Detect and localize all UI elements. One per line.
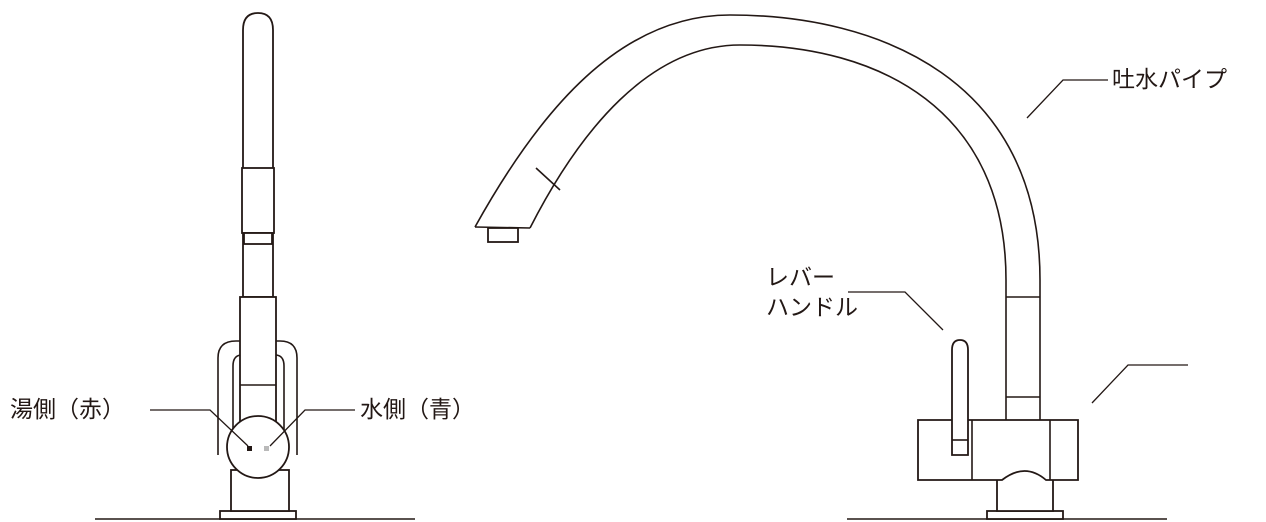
lever-handle-label-line1: レバー: [766, 265, 835, 291]
front-neck: [239, 296, 277, 426]
front-cartridge-body: [226, 415, 290, 479]
side-view: [474, 14, 1188, 520]
spout-pipe-label: 吐水パイプ: [1112, 67, 1227, 93]
cold-marker: [264, 446, 269, 451]
hot-side-label: 湯側（赤）: [10, 397, 125, 423]
side-spout-band-upper: [535, 167, 561, 191]
side-spout-inner: [529, 44, 1007, 420]
side-valve-body: [917, 419, 1079, 481]
spout-pipe-leader: [1026, 79, 1108, 119]
side-spout-outer: [474, 14, 1041, 420]
cold-side-label: 水側（青）: [360, 397, 475, 423]
front-base-flange: [219, 510, 297, 520]
front-spout-nozzle-ring: [243, 232, 273, 245]
front-view: [95, 12, 415, 520]
side-spout-aerator: [487, 227, 519, 243]
front-spout-joint: [241, 167, 275, 234]
hot-marker: [247, 446, 252, 451]
hot-side-leader: [150, 409, 249, 447]
cold-side-leader: [269, 409, 355, 447]
side-lever-handle[interactable]: [951, 339, 969, 456]
lever-handle-label-line2: ハンドル: [766, 295, 858, 321]
valve-body-leader: [1091, 364, 1188, 404]
front-spout-pipe: [242, 12, 274, 298]
side-base-flange: [986, 510, 1064, 520]
lever-handle-leader: [848, 291, 944, 331]
